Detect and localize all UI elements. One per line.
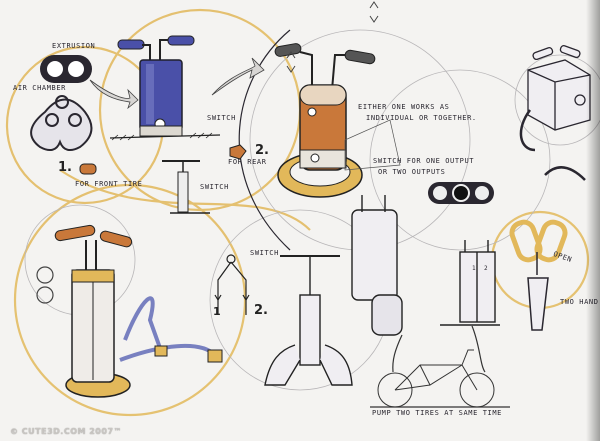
air-chamber-icon <box>30 95 93 152</box>
yellow-circle-left-pump <box>13 183 247 417</box>
label-pump-two-tires: PUMP TWO TIRES AT SAME TIME <box>372 409 502 417</box>
box-pump-sketch <box>519 45 591 181</box>
label-circle-1: 1 <box>472 265 477 272</box>
split-cylinder-sketch <box>440 240 500 326</box>
small-t-pump <box>162 160 210 214</box>
two-hand-pump-sketch <box>509 219 568 331</box>
label-switch-mid: SWITCH <box>200 183 229 191</box>
label-fork-2: 2. <box>254 303 268 318</box>
blue-pump-sketch <box>109 35 221 141</box>
page-edge-shadow <box>586 0 600 441</box>
label-extrusion: EXTRUSION <box>52 42 96 50</box>
label-for-rear: FOR REAR <box>228 158 267 166</box>
tripod-pump-sketch <box>264 255 353 386</box>
fork-switch-sketch <box>214 254 250 315</box>
extrusion-icon <box>40 55 92 83</box>
figure-8-outline <box>36 266 54 304</box>
label-switch-outputs-2: OR TWO OUTPUTS <box>378 168 446 176</box>
label-individual-together: INDIVIDUAL OR TOGETHER. <box>366 114 477 122</box>
label-switch-fork: SWITCH <box>250 249 279 257</box>
label-number-2: 2. <box>255 143 269 158</box>
label-fork-1: 1 <box>213 305 221 318</box>
label-air-chamber: AIR CHAMBER <box>13 84 66 92</box>
label-number-1: 1. <box>58 160 72 175</box>
watermark: © CUTE3D.COM 2007™ <box>10 427 123 436</box>
output-switch-icon <box>428 182 494 204</box>
front-valve-icon <box>79 163 97 175</box>
orange-pump-sketch <box>274 43 376 198</box>
label-circle-2: 2 <box>484 265 489 272</box>
label-for-front-tire: FOR FRONT TIRE <box>75 180 143 188</box>
dual-cylinder-pump-sketch <box>351 195 403 336</box>
label-two-hand: TWO HAND <box>560 298 599 306</box>
label-switch-blue: SWITCH <box>207 114 236 122</box>
label-either-works: EITHER ONE WORKS AS <box>358 103 450 111</box>
label-switch-outputs-1: SWITCH FOR ONE OUTPUT <box>373 157 475 165</box>
left-floor-pump-sketch <box>54 224 223 398</box>
bicycle-sketch <box>370 325 510 408</box>
rear-valve-icon <box>229 144 247 160</box>
